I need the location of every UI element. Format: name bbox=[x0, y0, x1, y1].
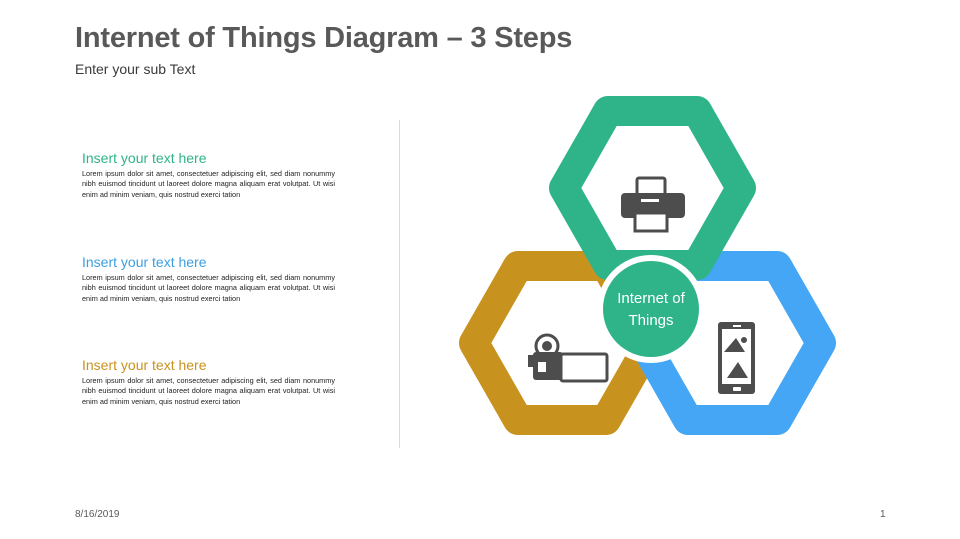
text-block-body: Lorem ipsum dolor sit amet, consectetuer… bbox=[82, 376, 335, 406]
text-block-body: Lorem ipsum dolor sit amet, consectetuer… bbox=[82, 273, 335, 303]
page-title: Internet of Things Diagram – 3 Steps bbox=[75, 22, 573, 54]
text-block-1: Insert your text here Lorem ipsum dolor … bbox=[82, 150, 335, 200]
text-block-heading: Insert your text here bbox=[82, 150, 207, 166]
text-block-heading: Insert your text here bbox=[82, 357, 207, 373]
center-circle bbox=[603, 261, 699, 357]
green-hexagon bbox=[549, 96, 756, 280]
page-subtitle: Enter your sub Text bbox=[75, 61, 196, 77]
printer-icon bbox=[621, 176, 685, 233]
smartphone-icon bbox=[718, 322, 755, 394]
page-number: 1 bbox=[880, 509, 886, 520]
text-block-2: Insert your text here Lorem ipsum dolor … bbox=[82, 254, 335, 304]
center-label-line2: Things bbox=[628, 312, 673, 329]
text-block-body: Lorem ipsum dolor sit amet, consectetuer… bbox=[82, 169, 335, 199]
video-camera-icon bbox=[528, 333, 609, 383]
text-block-heading: Insert your text here bbox=[82, 254, 207, 270]
vertical-divider bbox=[399, 120, 400, 448]
center-label-line1: Internet of bbox=[617, 290, 685, 307]
iot-hexagon-diagram: Internet of Things bbox=[459, 96, 836, 435]
footer-date: 8/16/2019 bbox=[75, 509, 120, 520]
text-block-3: Insert your text here Lorem ipsum dolor … bbox=[82, 357, 335, 407]
